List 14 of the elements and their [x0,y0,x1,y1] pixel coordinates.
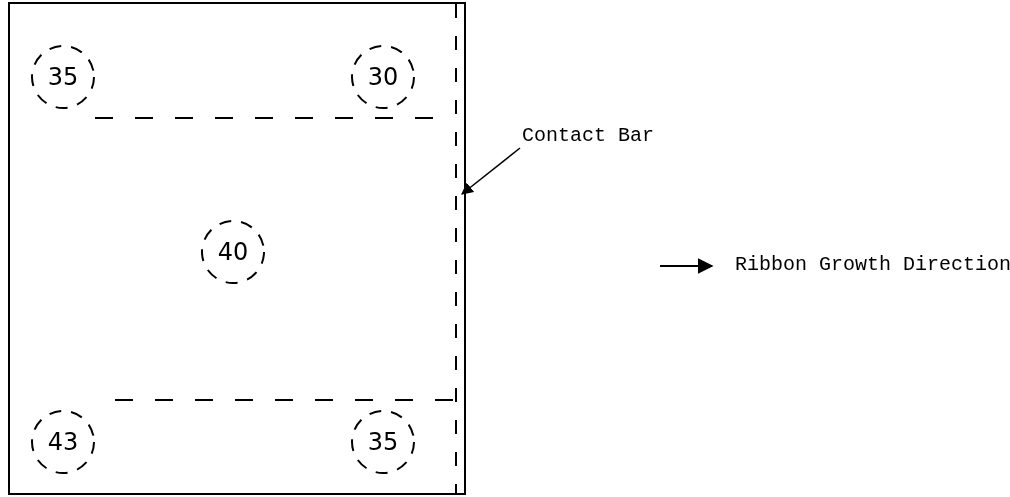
callout-label: Contact Bar [522,124,655,147]
measurement-circle [30,409,96,475]
measurement-circle [350,409,416,475]
measurement-value: 35 [46,62,80,93]
measurement-circle [350,44,416,110]
measurement-circle [200,219,266,285]
sample-outline [8,2,466,495]
direction-label: Ribbon Growth Direction [735,253,1010,276]
measurement-value: 35 [366,427,400,458]
measurement-value: 43 [46,427,80,458]
measurement-value: 30 [366,62,400,93]
measurement-value: 40 [216,237,250,268]
leader-line [461,147,521,195]
measurement-circle [30,44,96,110]
